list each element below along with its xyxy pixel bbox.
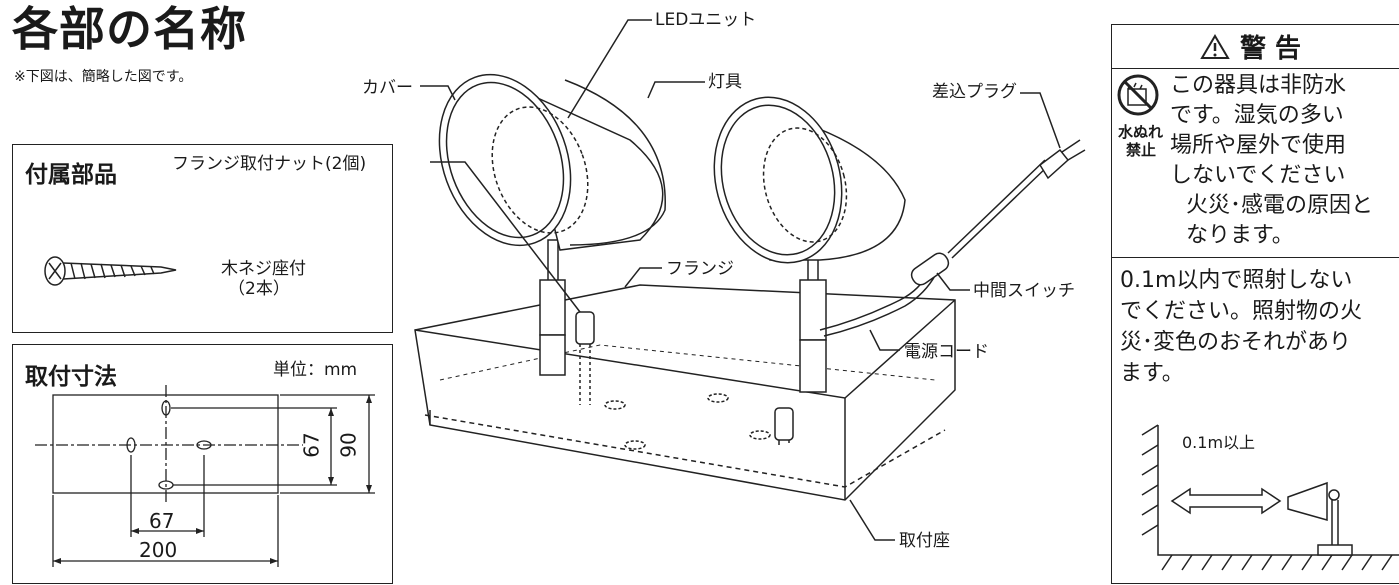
callout-plug: 差込プラグ xyxy=(932,82,1017,102)
warning-line-3: 場所や屋外で使用 xyxy=(1170,133,1347,158)
caution-line-4: ます。 xyxy=(1120,361,1184,386)
accessories-title: 付属部品 xyxy=(25,162,117,188)
no-water-label-2: 禁止 xyxy=(1126,141,1157,159)
callout-flange-nut: フランジ取付ナット(2個) xyxy=(172,154,367,174)
dimensions-title: 取付寸法 xyxy=(25,364,117,390)
warning-header: 警 告 xyxy=(1112,25,1399,69)
warning-panel: 警 告 水ぬれ 禁止 この器具は非防水 です。湿気の多い 場所や屋外で使用 しな… xyxy=(1111,24,1399,584)
warning-line-2: です。湿気の多い xyxy=(1170,103,1344,128)
callout-led-unit: LEDユニット xyxy=(655,10,757,30)
caution-line-3: 災･変色のおそれがあり xyxy=(1120,330,1352,355)
dim-hole-pitch-h: 67 xyxy=(149,509,175,533)
no-water-icon xyxy=(1117,74,1159,116)
accessory-name: 木ネジ座付 xyxy=(221,259,306,279)
accessories-box: 付属部品 木ネジ座付 （2本） xyxy=(12,144,393,333)
dim-hole-pitch-v: 67 xyxy=(299,432,324,458)
wood-screw-icon xyxy=(44,256,177,286)
caution-line-2: でください。照射物の火 xyxy=(1120,299,1363,324)
callout-flange: フランジ xyxy=(666,259,734,279)
page-title: 各部の名称 xyxy=(12,2,247,56)
warning-line-1: この器具は非防水 xyxy=(1170,73,1347,98)
dimensions-unit: 単位：mm xyxy=(273,360,358,380)
warning-header-text: 警 告 xyxy=(1240,34,1302,64)
caution-line-1: 0.1m以内で照射しない xyxy=(1120,268,1353,293)
dim-width: 200 xyxy=(139,538,178,562)
accessory-qty: （2本） xyxy=(228,279,290,299)
callout-switch: 中間スイッチ xyxy=(973,281,1075,301)
dimensions-box: 取付寸法 単位：mm 67 200 67 90 xyxy=(12,344,393,584)
no-water-label-1: 水ぬれ xyxy=(1118,123,1164,141)
product-illustration xyxy=(414,19,1086,541)
warning-divider xyxy=(1112,257,1399,258)
warning-line-5: 火災･感電の原因と xyxy=(1186,193,1374,218)
dim-height: 90 xyxy=(336,432,361,458)
distance-label: 0.1m以上 xyxy=(1182,433,1256,452)
warning-line-4: しないでください xyxy=(1170,163,1346,188)
callout-cover: カバー xyxy=(362,78,413,98)
page-note: ※下図は、簡略した図です。 xyxy=(14,69,193,85)
callout-fixture: 灯具 xyxy=(708,72,742,92)
dimensions-drawing xyxy=(35,385,375,567)
callout-cord: 電源コード xyxy=(904,342,989,362)
warning-line-6: なります。 xyxy=(1186,223,1294,248)
distance-diagram xyxy=(1141,424,1399,571)
warning-triangle-icon xyxy=(1200,33,1230,59)
callout-base: 取付座 xyxy=(899,531,950,551)
